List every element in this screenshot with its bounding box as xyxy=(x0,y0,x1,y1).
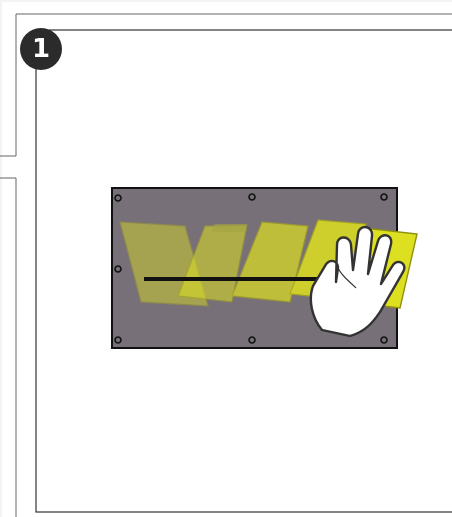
sheet-sequence xyxy=(120,222,308,306)
